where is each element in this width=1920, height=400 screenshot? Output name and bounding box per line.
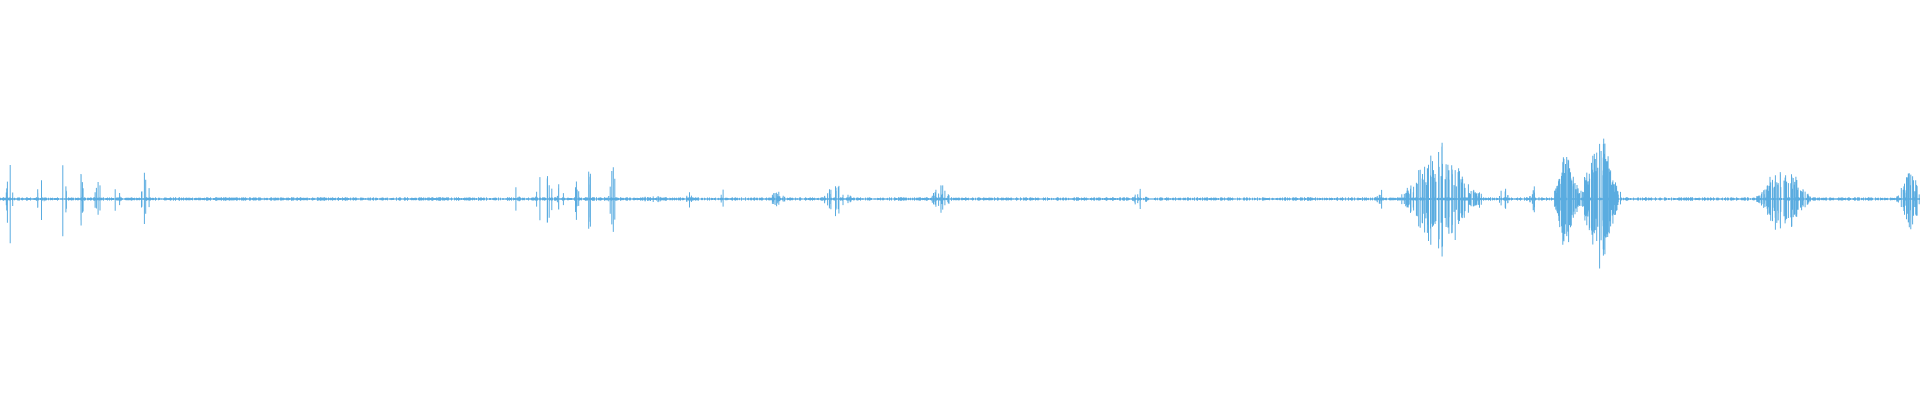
waveform-samples bbox=[0, 138, 1920, 269]
waveform-burst-13 bbox=[575, 181, 580, 220]
waveform-burst-11 bbox=[546, 176, 553, 223]
waveform-burst-23 bbox=[1133, 188, 1148, 209]
waveform-burst-16 bbox=[633, 196, 672, 203]
waveform-burst-12 bbox=[556, 184, 564, 210]
waveform-burst-1 bbox=[37, 180, 45, 220]
waveform-burst-14 bbox=[588, 171, 591, 229]
waveform-burst-30 bbox=[1578, 138, 1621, 269]
waveform-burst-26 bbox=[1469, 191, 1485, 208]
waveform-burst-4 bbox=[94, 182, 101, 215]
waveform-burst-10 bbox=[535, 177, 544, 221]
waveform-burst-24 bbox=[1374, 189, 1383, 209]
waveform-burst-32 bbox=[1896, 173, 1920, 230]
waveform-burst-22 bbox=[930, 185, 950, 213]
waveform-burst-29 bbox=[1554, 157, 1580, 245]
waveform-burst-2 bbox=[62, 165, 67, 237]
waveform-burst-31 bbox=[1756, 172, 1811, 230]
waveform-burst-9 bbox=[515, 187, 521, 211]
waveform-burst-21 bbox=[822, 185, 852, 217]
waveform-burst-3 bbox=[80, 174, 84, 226]
waveform-burst-19 bbox=[755, 197, 763, 200]
waveform-burst-0 bbox=[5, 165, 14, 244]
waveform-burst-15 bbox=[608, 167, 616, 232]
waveform-burst-28 bbox=[1528, 186, 1540, 213]
waveform-burst-18 bbox=[720, 189, 724, 207]
waveform-burst-20 bbox=[771, 191, 786, 207]
waveform-burst-17 bbox=[686, 192, 692, 208]
waveform-burst-27 bbox=[1499, 188, 1509, 209]
waveform-burst-8 bbox=[216, 197, 475, 201]
